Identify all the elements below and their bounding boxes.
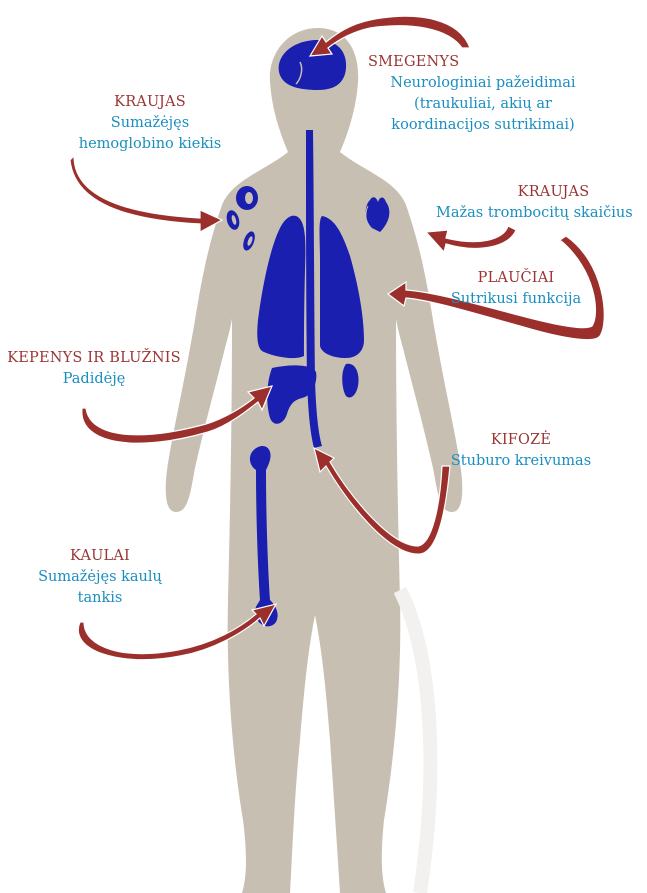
callout-title: KIFOZĖ <box>436 430 606 451</box>
arrow-blood-right <box>426 226 516 252</box>
callout-title: SMEGENYS <box>358 52 608 73</box>
callout-desc-line: Stuburo kreivumas <box>436 451 606 472</box>
callout-lungs: PLAUČIAI Sutrikusi funkcija <box>436 268 596 310</box>
callout-desc-line: Padidėję <box>4 369 184 390</box>
callout-desc-line: Mažas trombocitų skaičius <box>436 203 647 224</box>
callout-desc-line: Neurologiniai pažeidimai <box>358 73 608 94</box>
callout-title: KEPENYS IR BLUŽNIS <box>4 348 184 369</box>
callout-desc-line: Sumažėjęs kaulų <box>20 567 180 588</box>
callout-title: KRAUJAS <box>50 92 250 113</box>
callout-desc-line: tankis <box>20 588 180 609</box>
human-body-silhouette <box>166 28 463 893</box>
callout-desc-line: hemoglobino kiekis <box>50 134 250 155</box>
callout-blood-right: KRAUJAS Mažas trombocitų skaičius <box>436 182 647 224</box>
arrow-blood-left <box>70 156 222 232</box>
callout-brain: SMEGENYS Neurologiniai pažeidimai (trauk… <box>358 52 608 136</box>
callout-title: KRAUJAS <box>436 182 647 203</box>
callout-desc-line: koordinacijos sutrikimai) <box>358 115 608 136</box>
callout-kyphosis: KIFOZĖ Stuburo kreivumas <box>436 430 606 472</box>
callout-liver-spleen: KEPENYS IR BLUŽNIS Padidėję <box>4 348 184 390</box>
callout-desc-line: Sumažėjęs <box>50 113 250 134</box>
callout-title: KAULAI <box>20 546 180 567</box>
callout-title: PLAUČIAI <box>436 268 596 289</box>
callout-desc-line: Sutrikusi funkcija <box>436 289 596 310</box>
callout-bones: KAULAI Sumažėjęs kaulų tankis <box>20 546 180 609</box>
callout-blood-left: KRAUJAS Sumažėjęs hemoglobino kiekis <box>50 92 250 155</box>
callout-desc-line: (traukuliai, akių ar <box>358 94 608 115</box>
